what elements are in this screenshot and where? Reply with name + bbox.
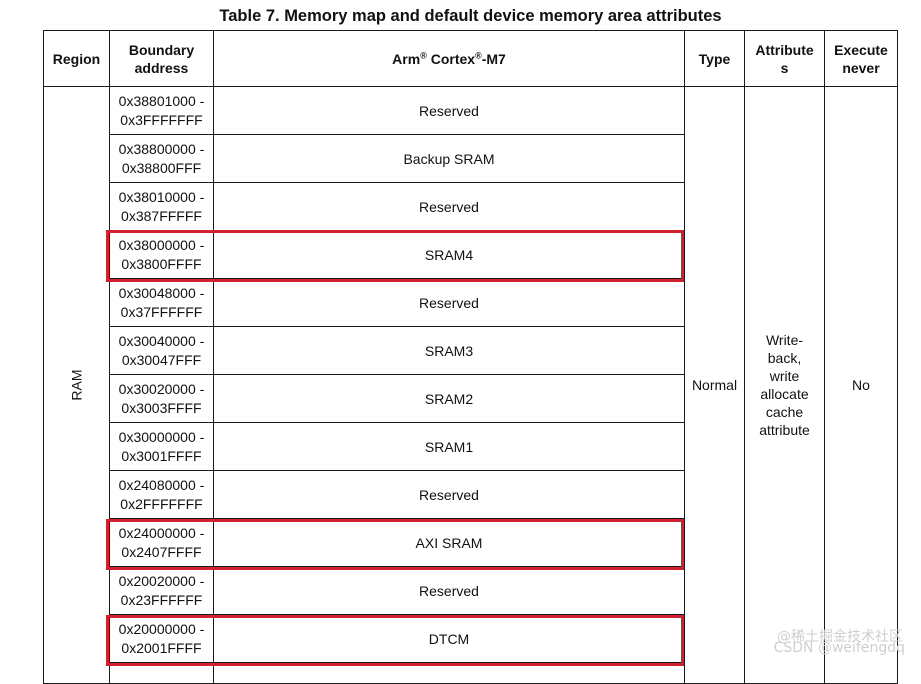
boundary-address-cell-continued (109, 662, 214, 684)
header-execute-never: Execute never (824, 30, 898, 87)
boundary-address-cell: 0x20000000 - 0x2001FFFF (109, 614, 214, 663)
address-start: 0x38010000 - (118, 189, 205, 205)
table-row: 0x24000000 - 0x2407FFFF AXI SRAM (44, 518, 898, 567)
address-end: 0x2001FFFF (121, 639, 202, 656)
header-boundary-address: Boundary address (109, 30, 214, 87)
address-end: 0x38800FFF (121, 159, 202, 176)
address-end: 0x3FFFFFFF (120, 111, 203, 128)
attributes-line: attribute (759, 422, 810, 438)
boundary-address-cell: 0x30000000 - 0x3001FFFF (109, 422, 214, 471)
header-core-suffix: -M7 (481, 50, 506, 67)
attributes-line: cache (765, 404, 804, 420)
region-label: RAM (68, 369, 85, 401)
boundary-address-cell: 0x38000000 - 0x3800FFFF (109, 230, 214, 279)
address-end: 0x3001FFFF (121, 447, 202, 464)
table-row: 0x30040000 - 0x30047FFF SRAM3 (44, 326, 898, 375)
registered-mark: ® (420, 49, 427, 60)
memory-map-table: Region Boundary address Arm® Cortex®-M7 … (43, 30, 898, 684)
boundary-address-cell: 0x24080000 - 0x2FFFFFFF (109, 470, 214, 519)
table-row: 0x20000000 - 0x2001FFFF DTCM (44, 614, 898, 663)
memory-area-name: Reserved (213, 86, 685, 135)
boundary-address-cell: 0x38010000 - 0x387FFFFF (109, 182, 214, 231)
boundary-address-cell: 0x30048000 - 0x37FFFFFF (109, 278, 214, 327)
boundary-address-cell: 0x38800000 - 0x38800FFF (109, 134, 214, 183)
address-end: 0x3800FFFF (121, 255, 202, 272)
memory-area-name: Reserved (213, 470, 685, 519)
address-start: 0x30020000 - (118, 381, 205, 397)
type-cell: Normal (684, 86, 745, 684)
table-row: 0x24080000 - 0x2FFFFFFF Reserved (44, 470, 898, 519)
address-end: 0x23FFFFFF (120, 591, 203, 608)
execute-never-cell: No (824, 86, 898, 684)
memory-area-name: Reserved (213, 182, 685, 231)
memory-area-name: Reserved (213, 278, 685, 327)
registered-mark: ® (475, 49, 482, 60)
address-start: 0x20020000 - (118, 573, 205, 589)
address-start: 0x24000000 - (118, 525, 205, 541)
address-start: 0x38800000 - (118, 141, 205, 157)
address-end: 0x37FFFFFF (120, 303, 203, 320)
memory-area-name: SRAM4 (213, 230, 685, 279)
table-caption: Table 7. Memory map and default device m… (219, 7, 722, 25)
memory-area-name: SRAM2 (213, 374, 685, 423)
address-start: 0x20000000 - (118, 621, 205, 637)
attributes-line: write (769, 368, 800, 384)
header-attributes-line2: s (780, 59, 789, 76)
attributes-line: Write- (765, 332, 804, 348)
address-end: 0x3003FFFF (121, 399, 202, 416)
header-boundary-line2: address (134, 59, 189, 76)
header-region: Region (43, 30, 110, 87)
address-start: 0x38000000 - (118, 237, 205, 253)
boundary-address-cell: 0x30020000 - 0x3003FFFF (109, 374, 214, 423)
header-execute-line1: Execute (834, 41, 888, 58)
memory-area-name: Backup SRAM (213, 134, 685, 183)
memory-area-name: SRAM1 (213, 422, 685, 471)
watermark-csdn: CSDN @weifengdq (773, 640, 905, 656)
table-row: 0x38010000 - 0x387FFFFF Reserved (44, 182, 898, 231)
memory-area-name-continued (213, 662, 685, 684)
address-end: 0x30047FFF (121, 351, 202, 368)
table-row: 0x38000000 - 0x3800FFFF SRAM4 (44, 230, 898, 279)
address-start: 0x30000000 - (118, 429, 205, 445)
address-start: 0x38801000 - (118, 93, 205, 109)
header-type: Type (684, 30, 745, 87)
table-row: 0x30000000 - 0x3001FFFF SRAM1 (44, 422, 898, 471)
watermark-juejin: @稀土掘金技术社区 (777, 629, 903, 645)
attributes-cell: Write- back, write allocate cache attrib… (744, 86, 825, 684)
memory-area-name: Reserved (213, 566, 685, 615)
boundary-address-cell: 0x38801000 - 0x3FFFFFFF (109, 86, 214, 135)
address-end: 0x2FFFFFFF (120, 495, 203, 512)
table-row: RAM 0x38801000 - 0x3FFFFFFF Reserved Norm… (43, 86, 898, 684)
boundary-address-cell: 0x30040000 - 0x30047FFF (109, 326, 214, 375)
address-start: 0x30048000 - (118, 285, 205, 301)
table-body: RAM 0x38801000 - 0x3FFFFFFF Reserved Norm… (43, 86, 898, 684)
boundary-address-cell: 0x20020000 - 0x23FFFFFF (109, 566, 214, 615)
address-start: 0x24080000 - (118, 477, 205, 493)
memory-area-name: SRAM3 (213, 326, 685, 375)
header-boundary-line1: Boundary (128, 41, 195, 58)
boundary-address-cell: 0x24000000 - 0x2407FFFF (109, 518, 214, 567)
header-core: Arm® Cortex®-M7 (213, 30, 685, 87)
attributes-line: allocate (760, 386, 809, 402)
attributes-line: back, (767, 350, 802, 366)
header-execute-line2: never (842, 59, 880, 76)
memory-area-name: AXI SRAM (213, 518, 685, 567)
address-start: 0x30040000 - (118, 333, 205, 349)
address-end: 0x387FFFFF (121, 207, 202, 224)
table-row: 0x38800000 - 0x38800FFF Backup SRAM (44, 134, 898, 183)
header-attributes: Attribute s (744, 30, 825, 87)
region-cell: RAM (43, 86, 110, 684)
header-core-mid: Cortex (426, 50, 476, 67)
header-row: Region Boundary address Arm® Cortex®-M7 … (43, 30, 898, 87)
memory-area-name: DTCM (213, 614, 685, 663)
header-attributes-line1: Attribute (755, 41, 814, 58)
header-core-prefix: Arm (392, 50, 421, 67)
address-end: 0x2407FFFF (121, 543, 202, 560)
